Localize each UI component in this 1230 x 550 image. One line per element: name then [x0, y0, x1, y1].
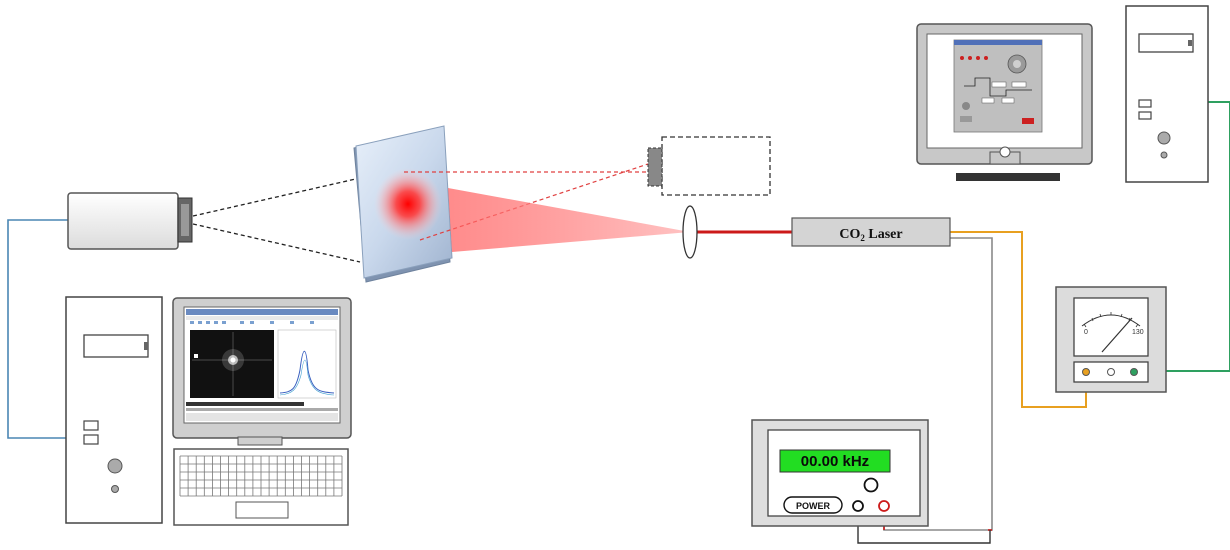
- left-pc-tower: [65, 296, 163, 524]
- meter-terminal-white: [1107, 368, 1115, 376]
- sample-plate: [353, 125, 453, 283]
- power-meter: 0 130: [1055, 286, 1167, 393]
- meter-scale-max: 130: [1132, 329, 1144, 336]
- camera-field-of-view: [192, 177, 361, 263]
- cable-orange: [950, 231, 1087, 408]
- laser-label-suffix: Laser: [865, 227, 903, 242]
- frequency-display: [779, 449, 891, 473]
- lens: [682, 205, 698, 259]
- generator-terminal-red: [878, 500, 890, 512]
- meter-terminal-orange: [1082, 368, 1090, 376]
- dashed-detector: [647, 136, 771, 196]
- right-monitor: [916, 23, 1093, 181]
- laser-beam-cone: [448, 188, 690, 252]
- laser-label-prefix: CO: [839, 227, 860, 242]
- meter-scale-min: 0: [1084, 329, 1088, 336]
- generator-knob: [863, 477, 879, 493]
- reflection-lines: [404, 163, 649, 241]
- laser-label-sub: 2: [860, 233, 865, 243]
- power-button-label: POWER: [796, 501, 831, 511]
- right-pc-tower: [1125, 5, 1209, 183]
- function-generator: 00.00 kHz POWER: [751, 419, 929, 527]
- cable-blue: [7, 219, 84, 439]
- laser-hot-spot: [374, 168, 442, 240]
- left-monitor: [172, 297, 352, 446]
- power-button: [783, 496, 843, 514]
- meter-needle: [1101, 317, 1133, 353]
- generator-terminal-black: [852, 500, 864, 512]
- frequency-display-text: 00.00 kHz: [801, 453, 869, 470]
- thermal-camera: [67, 192, 193, 250]
- svg-text:CO2 Laser: CO2 Laser: [839, 227, 902, 243]
- keyboard: [173, 448, 349, 526]
- co2-laser: CO2 Laser: [791, 217, 951, 247]
- meter-terminal-green: [1130, 368, 1138, 376]
